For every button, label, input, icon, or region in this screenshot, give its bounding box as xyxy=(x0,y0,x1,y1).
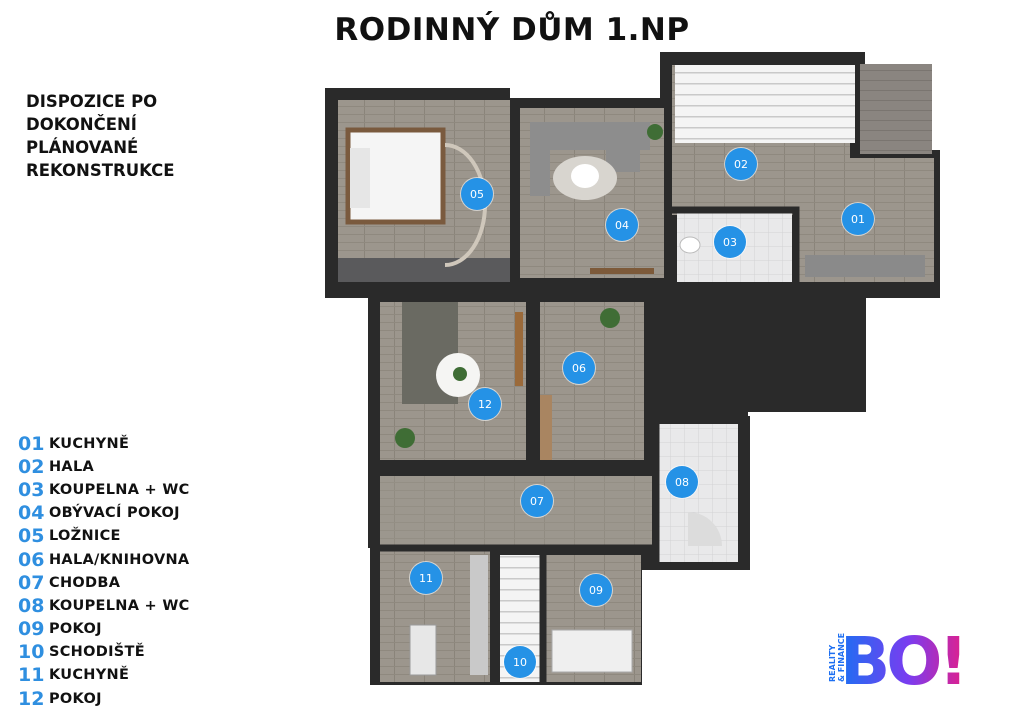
legend-label: KUCHYNĚ xyxy=(49,435,130,452)
legend-label: HALA xyxy=(49,458,95,475)
staircase xyxy=(675,65,855,143)
legend-label: CHODBA xyxy=(49,574,121,591)
legend-number: 08 xyxy=(18,594,45,617)
page-title: RODINNÝ DŮM 1.NP xyxy=(334,12,690,48)
legend-number: 02 xyxy=(18,455,45,478)
logo-wordmark: BO! xyxy=(840,623,965,696)
legend-label: OBÝVACÍ POKOJ xyxy=(49,505,180,522)
subtitle: DISPOZICE PO DOKONČENÍ PLÁNOVANÉ REKONST… xyxy=(26,92,175,180)
legend-label: KOUPELNA + WC xyxy=(49,597,190,614)
legend-number: 04 xyxy=(18,502,45,525)
legend-label: POKOJ xyxy=(49,621,102,638)
room-marker-01: 01 xyxy=(842,203,874,235)
legend-number: 09 xyxy=(18,618,45,641)
legend-number: 10 xyxy=(18,641,45,664)
room-marker-02: 02 xyxy=(725,148,757,180)
room-corridor xyxy=(380,476,652,546)
logo-side-text-1: REALITY xyxy=(828,645,837,682)
legend-label: HALA/KNIHOVNA xyxy=(49,551,190,568)
room-marker-04: 04 xyxy=(606,209,638,241)
legend-label: KOUPELNA + WC xyxy=(49,481,190,498)
room-marker-06: 06 xyxy=(563,352,595,384)
room-marker-05: 05 xyxy=(461,178,493,210)
legend-label: POKOJ xyxy=(49,690,102,707)
logo-side-text: REALITY & FINANCE xyxy=(828,633,846,682)
room-marker-10: 10 xyxy=(504,646,536,678)
legend-number: 11 xyxy=(18,664,45,687)
legend-label: LOŽNICE xyxy=(49,528,121,545)
legend-number: 12 xyxy=(18,687,45,710)
legend-label: KUCHYNĚ xyxy=(49,667,130,684)
logo-side-text-2: & FINANCE xyxy=(837,633,846,682)
legend-number: 01 xyxy=(18,432,45,455)
legend-number: 05 xyxy=(18,525,45,548)
legend-label: SCHODIŠTĚ xyxy=(49,644,145,661)
company-logo: REALITY & FINANCE BO! xyxy=(828,623,969,696)
legend-number: 06 xyxy=(18,548,45,571)
room-marker-03: 03 xyxy=(714,226,746,258)
room-marker-08: 08 xyxy=(666,466,698,498)
room-marker-07: 07 xyxy=(521,485,553,517)
legend-number: 07 xyxy=(18,571,45,594)
legend-number: 03 xyxy=(18,478,45,501)
room-06 xyxy=(540,302,644,460)
room-marker-11: 11 xyxy=(410,562,442,594)
room-marker-12: 12 xyxy=(469,388,501,420)
room-marker-09: 09 xyxy=(580,574,612,606)
